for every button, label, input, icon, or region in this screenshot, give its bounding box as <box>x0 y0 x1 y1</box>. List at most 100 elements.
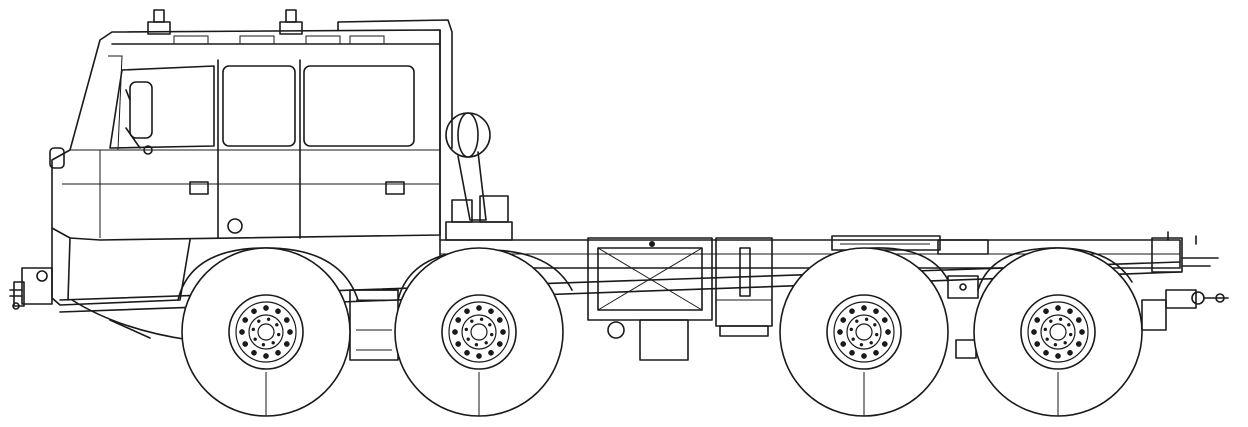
lug-nut <box>1031 329 1037 335</box>
hub-stud <box>859 342 864 347</box>
lug-nut <box>881 317 888 323</box>
fuel-cap-icon <box>227 218 243 234</box>
lug-nut <box>1075 317 1082 323</box>
lug-nut <box>1043 308 1049 315</box>
exhaust-stack <box>445 112 513 241</box>
cab <box>49 9 453 306</box>
rim-inner <box>448 301 510 363</box>
lug-nut <box>488 308 494 315</box>
lug-nut <box>251 349 257 356</box>
hub-stud <box>271 341 275 345</box>
lug-nut <box>496 317 503 323</box>
hub-stud <box>855 319 859 323</box>
lug-nut <box>464 308 470 315</box>
hub <box>461 314 497 350</box>
hub-cap <box>257 323 275 341</box>
hub <box>248 314 284 350</box>
hub-stud <box>489 332 494 337</box>
rim-outer <box>1020 294 1096 370</box>
hub-stud <box>470 319 474 323</box>
lug-nut <box>840 317 847 323</box>
hub-stud <box>851 337 855 341</box>
lug-nut <box>455 341 462 347</box>
lug-nut <box>873 349 879 356</box>
wheel-4 <box>973 247 1143 417</box>
hub-stud <box>257 319 261 323</box>
lug-nut <box>263 305 269 311</box>
lug-nut <box>849 308 855 315</box>
hub-stud <box>479 317 484 322</box>
wheel-2 <box>394 247 564 417</box>
hub-stud <box>864 317 869 322</box>
hub-stud <box>1043 327 1048 332</box>
lug-nut <box>496 341 503 347</box>
door-handle-icon <box>385 181 405 195</box>
hub-stud <box>874 332 879 337</box>
lug-nut <box>1067 308 1073 315</box>
wheel-group <box>181 247 1143 417</box>
lug-nut <box>881 341 888 347</box>
lug-nut <box>873 308 879 315</box>
lug-nut <box>239 329 245 335</box>
hub-stud <box>251 327 256 332</box>
lug-nut <box>476 353 482 359</box>
wheel-1 <box>181 247 351 417</box>
headlight-icon <box>49 147 65 169</box>
hub-stud <box>1058 317 1063 322</box>
mirror-icon <box>129 81 153 139</box>
hub-stud <box>1068 332 1073 337</box>
spare-and-winch <box>831 235 989 359</box>
lug-nut <box>283 317 290 323</box>
beacon-icon <box>153 9 165 23</box>
lug-nut <box>263 353 269 359</box>
lug-nut <box>1079 329 1085 335</box>
lug-nut <box>464 349 470 356</box>
hub-stud <box>275 323 279 327</box>
lug-nut <box>242 317 249 323</box>
rim-outer <box>441 294 517 370</box>
hub-stud <box>1067 323 1071 327</box>
hub-stud <box>464 327 469 332</box>
hub <box>846 314 882 350</box>
lug-nut <box>1055 353 1061 359</box>
lug-nut <box>275 308 281 315</box>
lug-nut <box>287 329 293 335</box>
lug-nut <box>849 349 855 356</box>
lug-nut <box>452 329 458 335</box>
lug-nut <box>1043 349 1049 356</box>
hub-stud <box>261 342 266 347</box>
hub-stud <box>849 327 854 332</box>
hub-stud <box>1045 337 1049 341</box>
hub-stud <box>1053 342 1058 347</box>
lug-nut <box>1055 305 1061 311</box>
rim-outer <box>228 294 304 370</box>
hub-stud <box>873 323 877 327</box>
fuel-tank <box>715 237 773 337</box>
lug-nut <box>837 329 843 335</box>
lug-nut <box>1034 341 1041 347</box>
hub <box>1040 314 1076 350</box>
lug-nut <box>861 353 867 359</box>
hub-stud <box>253 337 257 341</box>
lug-nut <box>476 305 482 311</box>
lug-nut <box>455 317 462 323</box>
hub-stud <box>466 337 470 341</box>
lug-nut <box>488 349 494 356</box>
hub-stud <box>474 342 479 347</box>
rim-inner <box>1027 301 1089 363</box>
hub-cap <box>1049 323 1067 341</box>
lug-nut <box>861 305 867 311</box>
lug-nut <box>251 308 257 315</box>
lug-nut <box>1034 317 1041 323</box>
lug-nut <box>885 329 891 335</box>
hub-cap <box>855 323 873 341</box>
front-bumper <box>9 267 53 310</box>
rim-inner <box>235 301 297 363</box>
rear-side-window <box>303 65 415 147</box>
beacon-icon <box>285 9 297 23</box>
lug-nut <box>242 341 249 347</box>
hub-stud <box>276 332 281 337</box>
lug-nut <box>283 341 290 347</box>
